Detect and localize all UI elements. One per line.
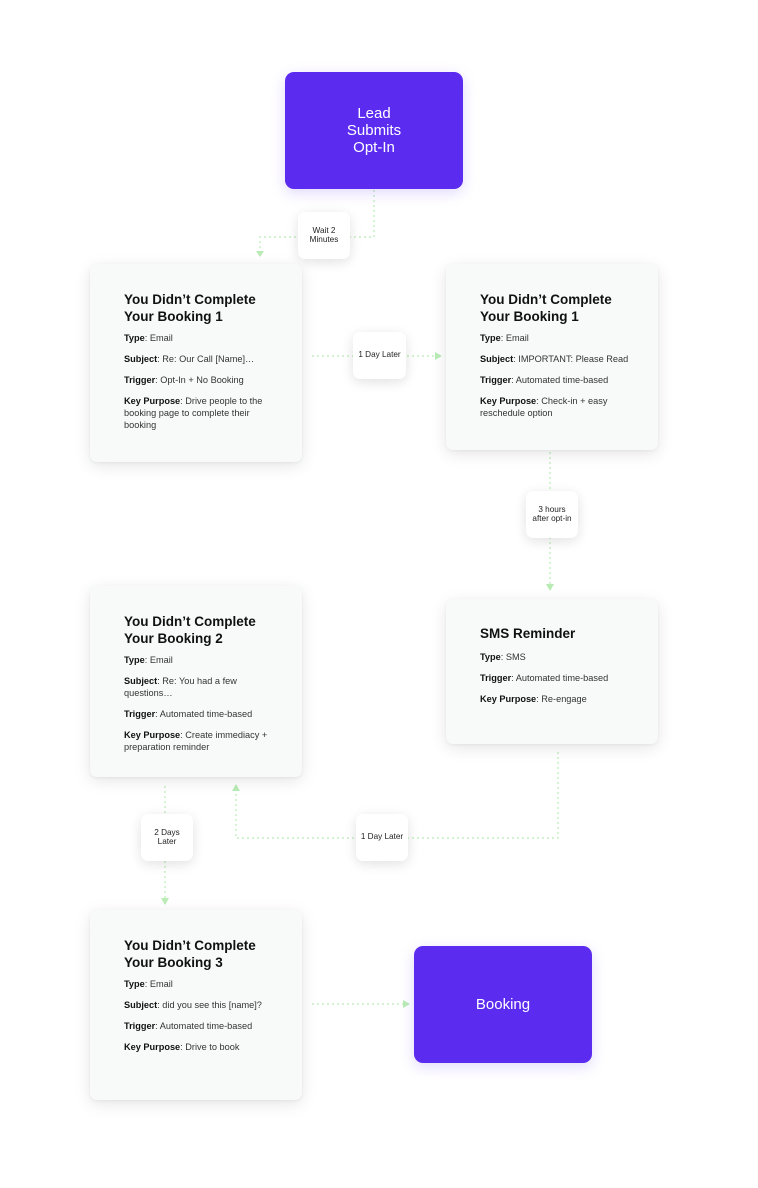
card-title: You Didn’t Complete Your Booking 1 — [480, 292, 612, 324]
connector-arrowhead — [161, 898, 169, 905]
node-label: Booking — [475, 996, 531, 1013]
card-sms-reminder: SMS Reminder Type: SMS Trigger: Automate… — [446, 599, 658, 744]
field-subject: Subject: Re: You had a few questions… — [124, 676, 237, 698]
field-trigger: Trigger: Automated time-based — [480, 375, 609, 385]
node-lead-submits-opt-in: Lead Submits Opt-In — [285, 72, 463, 189]
field-key-purpose: Key Purpose: Create immediacy + preparat… — [124, 730, 268, 752]
edge-label-wait-2-minutes: Wait 2 Minutes — [298, 212, 350, 259]
field-trigger: Trigger: Automated time-based — [480, 672, 609, 683]
field-subject: Subject: Re: Our Call [Name]… — [124, 354, 255, 364]
field-key-purpose: Key Purpose: Drive people to the booking… — [124, 396, 263, 430]
card-email-booking-3: You Didn’t Complete Your Booking 3 Type:… — [90, 910, 302, 1100]
connector-arrowhead — [435, 352, 442, 360]
field-type: Type: Email — [124, 979, 173, 989]
card-title: SMS Reminder — [480, 626, 576, 641]
field-key-purpose: Key Purpose: Check-in + easy reschedule … — [480, 396, 608, 418]
edge-label-1-day-later-bottom: 1 Day Later — [356, 814, 408, 861]
field-trigger: Trigger: Opt-In + No Booking — [124, 375, 244, 385]
field-type: Type: SMS — [480, 651, 526, 662]
card-title: You Didn’t Complete Your Booking 3 — [124, 938, 256, 970]
field-type: Type: Email — [480, 333, 529, 343]
node-label: Lead Submits Opt-In — [346, 105, 402, 156]
connector-arrowhead — [256, 251, 264, 257]
card-email-booking-2: You Didn’t Complete Your Booking 2 Type:… — [90, 586, 302, 777]
field-type: Type: Email — [124, 333, 173, 343]
field-key-purpose: Key Purpose: Re-engage — [480, 693, 587, 704]
card-title: You Didn’t Complete Your Booking 1 — [124, 292, 256, 324]
field-type: Type: Email — [124, 655, 173, 665]
card-email-booking-1: You Didn’t Complete Your Booking 1 Type:… — [90, 264, 302, 462]
card-title: You Didn’t Complete Your Booking 2 — [124, 614, 256, 646]
card-email-booking-1-followup: You Didn’t Complete Your Booking 1 Type:… — [446, 264, 658, 450]
edge-label-1-day-later-top: 1 Day Later — [353, 332, 406, 379]
field-trigger: Trigger: Automated time-based — [124, 709, 253, 719]
connector-arrowhead — [546, 584, 554, 591]
node-booking: Booking — [414, 946, 592, 1063]
edge-label-2-days-later: 2 Days Later — [141, 814, 193, 861]
field-key-purpose: Key Purpose: Drive to book — [124, 1042, 240, 1052]
field-trigger: Trigger: Automated time-based — [124, 1021, 253, 1031]
connector-arrowhead — [232, 784, 240, 791]
field-subject: Subject: did you see this [name]? — [124, 1000, 262, 1010]
edge-label-3-hours-after-opt-in: 3 hours after opt-in — [526, 491, 578, 538]
field-subject: Subject: IMPORTANT: Please Read — [480, 354, 629, 364]
connector-arrowhead — [403, 1000, 410, 1008]
